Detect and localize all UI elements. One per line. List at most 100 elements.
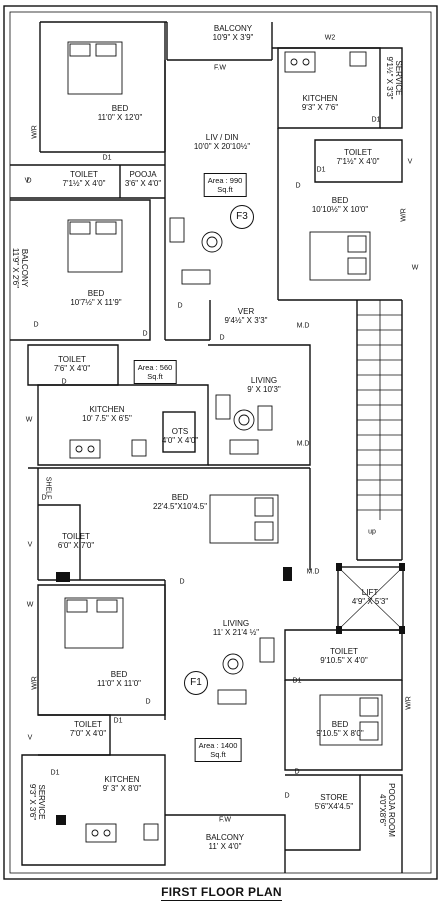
up-label: up [368, 528, 376, 536]
door-mark-6: D [33, 321, 39, 329]
fw-top-label: F.W [213, 64, 227, 72]
w-mark-2: W [25, 416, 33, 424]
bed-low-right-walls [284, 680, 403, 771]
toilet-2-walls [314, 139, 403, 183]
door-mark-14: D [145, 698, 151, 706]
fw-bottom-label: F.W [218, 816, 232, 824]
v-mark-4: V [27, 734, 33, 742]
ots-walls [162, 411, 196, 453]
sink-low [143, 823, 159, 841]
columns [56, 563, 405, 825]
outer-wall [3, 5, 438, 880]
stair-treads [357, 300, 402, 520]
sofa-set-low [217, 637, 275, 705]
door-mark-15: D1 [113, 717, 123, 725]
top-walls [40, 21, 380, 61]
md-label-3: M.D [306, 568, 320, 576]
wr-mark-4: W/R [405, 696, 413, 710]
pooja-room-walls [360, 774, 403, 873]
door-mark-11: D [41, 494, 47, 502]
door-mark-3: D1 [316, 166, 326, 174]
stove-mid [69, 439, 101, 459]
sofa-set-f3 [169, 217, 223, 285]
f3-flat-tag: F3 [230, 205, 254, 229]
door-mark-10: D [61, 378, 67, 386]
wr-mark-2: W/R [400, 208, 408, 222]
bed-mid-walls [10, 199, 151, 341]
door-mark-18: D [294, 768, 300, 776]
bed-large-walls [28, 467, 311, 720]
bed-furniture-large [209, 494, 279, 544]
md-label-2: M.D [296, 440, 310, 448]
store-walls [285, 774, 361, 851]
kitchen-top-walls [277, 47, 381, 129]
door-mark-16: D1 [50, 769, 60, 777]
w-mark-1: W [411, 264, 419, 272]
w2-label: W2 [324, 34, 336, 42]
livdin-walls [164, 60, 211, 341]
stove-low [85, 823, 117, 843]
toilet-4-walls [38, 504, 81, 580]
bed-furniture-mid-left [67, 219, 123, 273]
v-mark-3: V [27, 541, 33, 549]
door-mark-13: D1 [292, 677, 302, 685]
sink-top [349, 51, 367, 67]
door-mark-4: D [295, 182, 301, 190]
plan-title: FIRST FLOOR PLAN [161, 885, 282, 901]
bed-furniture-top-left [67, 41, 123, 95]
v-mark-2: V [407, 158, 413, 166]
sofa-set-mid [215, 394, 273, 455]
kitchen-mid-walls [37, 384, 209, 466]
md-label-1: M.D [296, 322, 310, 330]
door-mark-17: D [284, 792, 290, 800]
kitchen-low-walls [21, 754, 166, 866]
service-top-walls [380, 47, 403, 129]
f3-bed-walls [277, 128, 402, 301]
bed-furniture-low-left [64, 597, 124, 649]
door-mark-1: D1 [102, 154, 112, 162]
stove-top [284, 51, 316, 73]
bed-furniture-low-right [319, 694, 383, 746]
bed-top-left-walls [39, 22, 166, 153]
furniture [64, 41, 383, 843]
door-mark-8: D [219, 334, 225, 342]
v-mark-1: V [24, 177, 30, 185]
door-mark-7: D [142, 330, 148, 338]
wr-mark-3: W/R [31, 676, 39, 690]
balcony-bottom-walls [165, 814, 286, 873]
w-mark-3: W [26, 601, 34, 609]
wr-mark-1: W/R [31, 125, 39, 139]
sink-mid [131, 439, 147, 457]
door-mark-12: D [179, 578, 185, 586]
